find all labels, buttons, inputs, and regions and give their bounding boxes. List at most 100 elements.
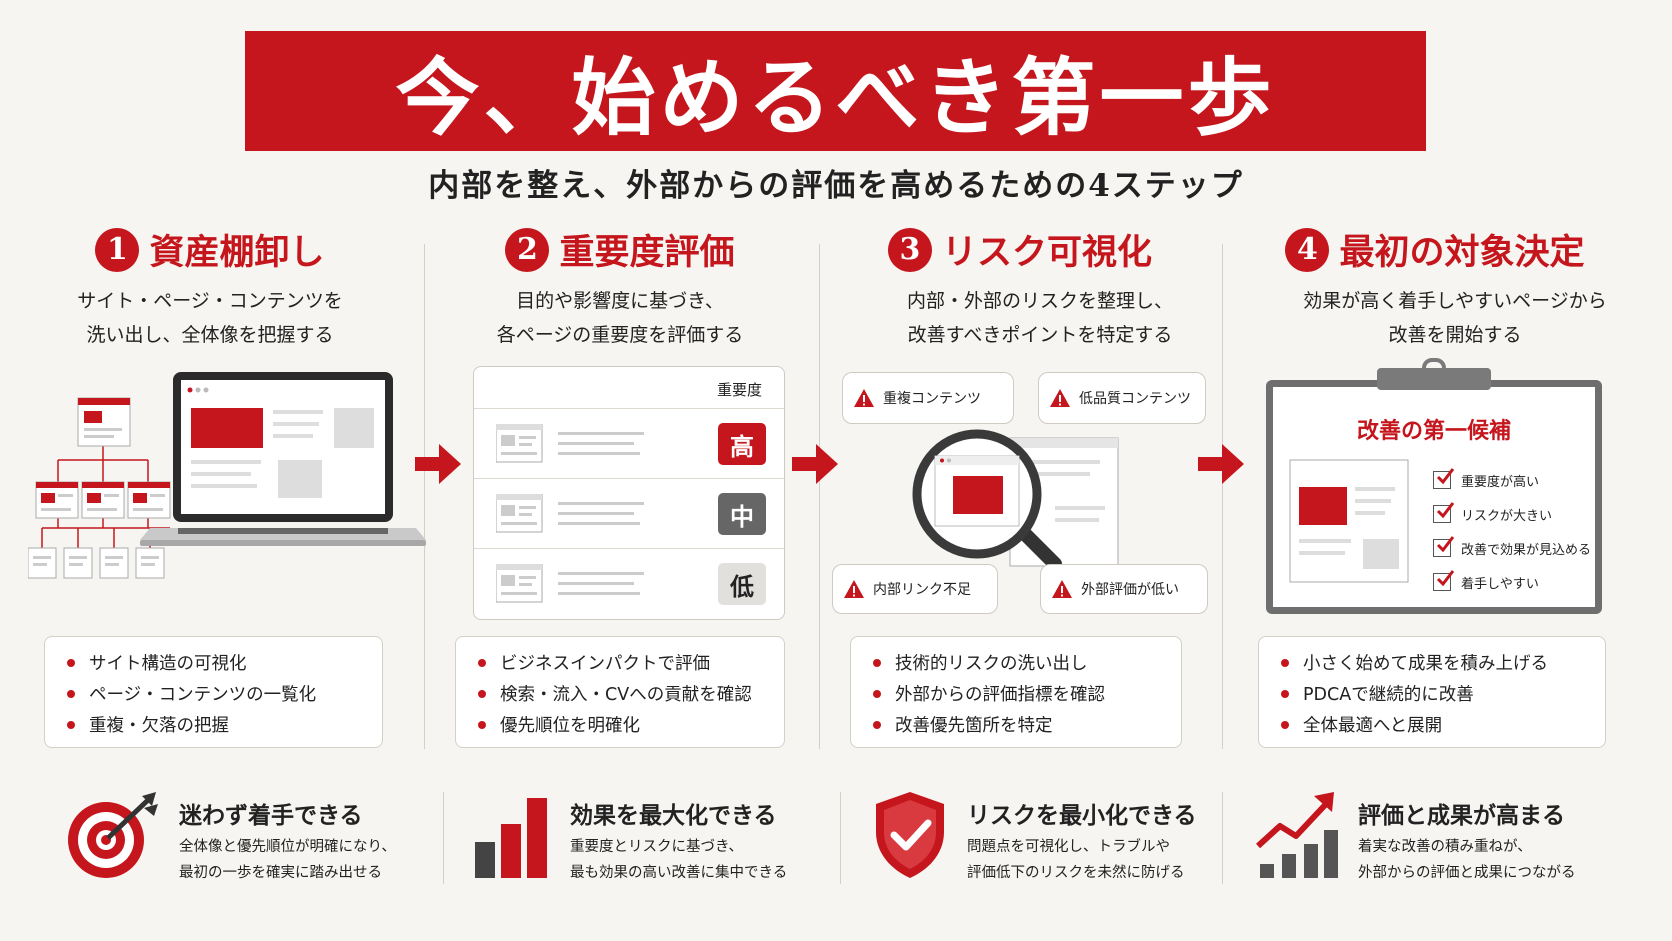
step-number: 4 [1285,227,1330,272]
sitemap-tree-icon [28,397,171,579]
step-2-description: 目的や影響度に基づき、 各ページの重要度を評価する [410,284,830,352]
step-title: 重要度評価 [559,232,735,273]
step-4-description: 効果が高く着手しやすいページから 改善を開始する [1245,284,1665,352]
candidate-item: 着手しやすい [1433,565,1591,599]
bullet-item: 検索・流入・CVへの貢献を確認 [478,678,784,709]
step-2-heading: 2 重要度評価 [410,224,830,275]
bullet-text: ページ・コンテンツの一覧化 [89,685,317,705]
step-4-bullets: 小さく始めて成果を積み上げる PDCAで継続的に改善 全体最適へと展開 [1258,636,1606,748]
bullet-dot-icon [873,658,881,667]
bullet-dot-icon [1281,720,1289,729]
benefit-title: 迷わず着手できる [179,803,363,829]
benefit-4: 評価と成果が高まる 着実な改善の積み重ねが、 外部からの評価と成果につながる [1256,786,1636,886]
step-number: 1 [95,227,140,272]
risk-label: 重複コンテンツ [883,391,981,407]
benefit-description: 全体像と優先順位が明確になり、 最初の一歩を確実に踏み出せる [179,834,396,886]
benefit-title: 効果を最大化できる [570,803,777,829]
benefit-description: 着実な改善の積み重ねが、 外部からの評価と成果につながる [1358,834,1576,886]
page-thumbnail-icon [496,424,644,463]
column-divider [1222,244,1223,749]
candidate-checklist: 重要度が高い リスクが大きい 改善で効果が見込める 着手しやすい [1433,463,1591,599]
candidate-title: 改善の第一候補 [1356,419,1511,444]
bullet-text: 重複・欠落の把握 [89,716,229,736]
importance-badge-high: 高 [718,423,766,465]
bullet-item: ページ・コンテンツの一覧化 [67,678,382,709]
bullet-dot-icon [1281,689,1289,698]
flow-arrow-icon [792,444,838,484]
benefit-description: 問題点を可視化し、トラブルや 評価低下のリスクを未然に防げる [967,834,1185,886]
risk-bubble: 外部評価が低い [1040,564,1208,614]
bullet-item: 改善優先箇所を特定 [873,709,1181,740]
bullet-dot-icon [67,720,75,729]
description-line: 着実な改善の積み重ねが、 [1358,839,1532,855]
description-line: 外部からの評価と成果につながる [1358,865,1576,881]
benefit-title: リスクを最小化できる [967,803,1197,829]
benefit-3: リスクを最小化できる 問題点を可視化し、トラブルや 評価低下のリスクを未然に防げ… [874,786,1224,886]
description-line: 目的や影響度に基づき、 [516,290,724,312]
bullet-item: 小さく始めて成果を積み上げる [1281,647,1605,678]
candidate-item: 改善で効果が見込める [1433,531,1591,565]
title-banner: 今、始めるべき第一歩 [245,31,1426,151]
checkbox-checked-icon [1433,536,1455,557]
benefit-divider [443,792,444,884]
step-3-description: 内部・外部のリスクを整理し、 改善すべきポイントを特定する [830,284,1250,352]
description-line: 改善すべきポイントを特定する [907,324,1173,346]
candidate-label: 改善で効果が見込める [1461,542,1592,558]
step-1-bullets: サイト構造の可視化 ページ・コンテンツの一覧化 重複・欠落の把握 [44,636,383,748]
description-line: 最初の一歩を確実に踏み出せる [179,865,382,881]
bullet-text: サイト構造の可視化 [89,654,247,674]
step-title: 最初の対象決定 [1339,232,1585,273]
bullet-text: 改善優先箇所を特定 [895,716,1053,736]
bullet-item: 優先順位を明確化 [478,709,784,740]
risk-label: 内部リンク不足 [873,582,971,598]
shield-check-icon [876,792,944,878]
risk-bubble: 重複コンテンツ [842,372,1014,424]
description-line: 改善を開始する [1388,324,1522,346]
risk-bubble: 低品質コンテンツ [1038,372,1206,424]
description-line: 洗い出し、全体像を把握する [86,324,334,346]
importance-row: 低 [474,548,784,618]
bullet-text: 優先順位を明確化 [500,716,640,736]
step-4-heading: 4 最初の対象決定 [1225,224,1645,275]
description-line: 各ページの重要度を評価する [496,324,744,346]
bullet-item: サイト構造の可視化 [67,647,382,678]
bullet-text: ビジネスインパクトで評価 [500,654,710,674]
page-thumbnail-icon [1289,459,1409,583]
benefit-divider [1222,792,1223,884]
bullet-dot-icon [67,658,75,667]
bullet-text: 全体最適へと展開 [1303,716,1443,736]
bar-chart-icon [475,798,547,878]
importance-row: 高 [474,408,784,478]
warning-icon [1052,580,1072,598]
bullet-dot-icon [478,720,486,729]
bullet-text: 外部からの評価指標を確認 [895,685,1105,705]
bullet-dot-icon [873,689,881,698]
risk-label: 低品質コンテンツ [1079,391,1191,407]
description-line: 最も効果の高い改善に集中できる [570,865,788,881]
step-3-heading: 3 リスク可視化 [810,224,1230,275]
importance-header: 重要度 [716,381,762,399]
description-line: 効果が高く着手しやすいページから [1303,290,1607,312]
bullet-item: 重複・欠落の把握 [67,709,382,740]
description-line: 全体像と優先順位が明確になり、 [179,839,396,855]
bullet-dot-icon [1281,658,1289,667]
page-magnifier-illustration [912,429,1119,571]
flow-arrow-icon [1198,444,1244,484]
bullet-text: 小さく始めて成果を積み上げる [1303,654,1548,674]
bullet-dot-icon [478,689,486,698]
checkbox-checked-icon [1433,570,1455,591]
sitemap-laptop-illustration [28,372,426,579]
flow-arrow-icon [415,444,461,484]
description-line: 問題点を可視化し、トラブルや [967,839,1170,855]
checkbox-checked-icon [1433,468,1455,489]
importance-row: 中 [474,478,784,548]
description-line: 重要度とリスクに基づき、 [570,839,743,855]
risk-label: 外部評価が低い [1081,582,1179,598]
warning-icon [1050,389,1070,407]
importance-card: 重要度 高 中 低 [473,366,785,620]
candidate-clipboard: 改善の第一候補 重要度が高い リスクが大きい 改善で効果が見込める 着手しやすい [1266,380,1602,614]
step-title: 資産棚卸し [149,232,325,273]
step-number: 2 [505,227,550,272]
importance-badge-low: 低 [718,563,766,605]
bullet-item: 外部からの評価指標を確認 [873,678,1181,709]
